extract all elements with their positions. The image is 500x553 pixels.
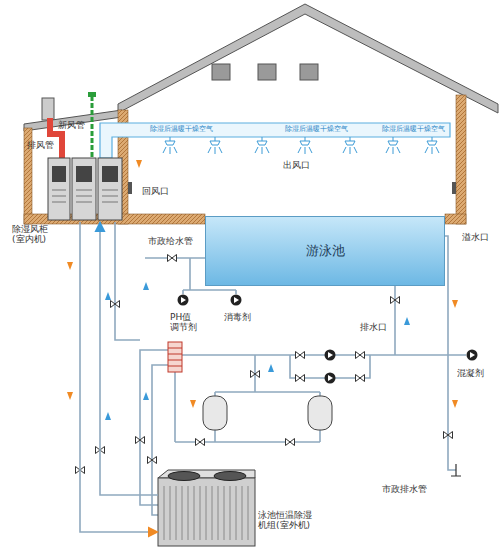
- outdoor-unit-fan: [214, 472, 246, 481]
- outdoor-unit-box: 泳池恒温除湿机组(室外机): [158, 470, 255, 547]
- wall: [456, 95, 466, 224]
- floor: [445, 214, 466, 224]
- circulation-pump: [325, 373, 336, 384]
- node-label: 游泳池: [306, 244, 345, 259]
- fresh-air-duct: [91, 96, 94, 158]
- heat-exchanger: [168, 342, 182, 372]
- node-label: 泳池恒温除湿机组(室外机): [258, 510, 316, 531]
- roof: [118, 4, 498, 113]
- chimney: [42, 98, 54, 120]
- pipe-label: 市政给水管: [148, 236, 193, 246]
- node-label: 除湿风柜(室内机): [12, 224, 54, 245]
- pool-box: 游泳池: [205, 216, 445, 286]
- valve: [148, 457, 157, 464]
- vent-label: 回风口: [142, 186, 169, 196]
- valve: [136, 437, 145, 444]
- valve: [296, 375, 305, 382]
- roof-window: [212, 64, 230, 80]
- chemical-label: 消毒剂: [224, 312, 251, 322]
- outlet-label: 溢水口: [462, 232, 489, 242]
- valve: [168, 255, 177, 262]
- heat-exchanger-stripes: [168, 348, 182, 366]
- drain-outlet: [451, 464, 461, 476]
- chemical-label: 混凝剂: [457, 368, 484, 378]
- outdoor-unit-fan: [168, 472, 200, 481]
- valve: [111, 301, 120, 308]
- vent-label: 出风口: [283, 160, 310, 170]
- dosing-pump: [467, 350, 478, 361]
- outlet-label: 排水口: [360, 322, 387, 332]
- indoor-unit-box: 除湿风柜(室内机): [46, 154, 124, 222]
- air-diffuser: [163, 137, 439, 154]
- duct-note: 除湿后温暖干燥空气: [382, 126, 445, 133]
- chemical-label: PH值调节剂: [170, 312, 198, 333]
- fresh-air-cap: [88, 92, 96, 97]
- pipe-label: 市政排水管: [382, 484, 427, 494]
- duct-label: 排风管: [27, 140, 54, 150]
- valve: [391, 297, 400, 304]
- sand-filter: [308, 396, 332, 430]
- return-vent: [128, 182, 132, 194]
- roof-window: [300, 64, 318, 80]
- indoor-unit-grille: [52, 190, 118, 202]
- flow-arrow: [105, 282, 410, 420]
- valve: [296, 352, 305, 359]
- outdoor-unit-grille: [164, 486, 248, 540]
- outdoor-unit-body: [158, 478, 255, 546]
- circulation-pump: [325, 350, 336, 361]
- return-vent: [452, 182, 456, 194]
- duct-label: 新风管: [58, 120, 85, 130]
- dosing-pump: [231, 295, 242, 306]
- supply-duct: [100, 123, 450, 158]
- return-pipe: [80, 222, 158, 532]
- valve: [444, 432, 453, 439]
- valve: [196, 439, 205, 446]
- supply-pipe: [100, 222, 158, 495]
- valve: [356, 352, 365, 359]
- duct-note: 除湿后温暖干燥空气: [285, 126, 348, 133]
- dosing-pump: [178, 295, 189, 306]
- indoor-unit-panel: [52, 166, 118, 182]
- roof-window: [258, 64, 276, 80]
- valve: [251, 371, 260, 378]
- duct-note: 除湿后温暖干燥空气: [150, 126, 213, 133]
- valve: [286, 439, 295, 446]
- sand-filter: [203, 396, 227, 430]
- flow-arrow: [67, 160, 458, 408]
- valve: [356, 375, 365, 382]
